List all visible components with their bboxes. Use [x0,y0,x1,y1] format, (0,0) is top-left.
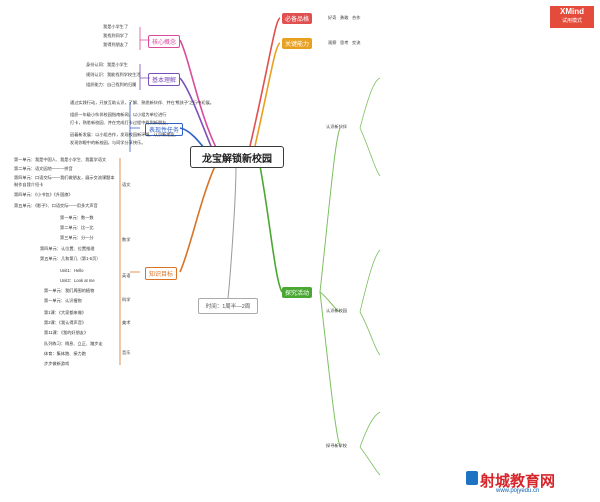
goal-math-1: 第一单元：数一数 [60,215,94,220]
task-line-5: 发现你眼中的新校园，与同学分享快乐。 [70,140,146,145]
goal-pe-2: 体育：集体跑、接力跑 [44,351,86,356]
ability-3: 交流 [352,40,361,45]
branch-knowledge-goal[interactable]: 知识目标 [145,267,178,280]
character-2: 勇敢 [340,15,349,20]
goal-eng-1: Unit1：Hello [60,268,84,273]
goal-art-1: 第一单元：认识植物 [44,298,82,303]
core-item-3: 我得到朋友了 [103,42,129,47]
goal-music-2: 第2课：《我认得声音》 [44,320,87,325]
goal-sci-1: 第一单元：我们周围的植物 [44,288,95,293]
goal-cn-3: 第四单元：口语交际——我们做朋友，展示交流课题本 [14,175,115,180]
goal-math-2: 第二单元：比一比 [60,225,94,230]
goal-cn-4: 制作自我介绍卡 [14,182,44,187]
watermark-url: www.pojyedu.cn [496,488,540,494]
goal-label-english: 英语 [122,273,131,278]
goal-math-4: 第四单元：认位置、位置推理 [40,246,95,251]
central-topic[interactable]: 龙宝解锁新校园 [190,146,284,168]
und-item-2: 规则认识：我能找到学校生活 [86,72,141,77]
character-3: 合作 [352,15,361,20]
und-item-3: 组织能力：自己找到的归属 [86,82,137,87]
explore-item-1: 认识新伙伴 [326,124,347,129]
character-1: 好奇 [328,15,337,20]
watermark-site: 射城教育网 [480,473,556,490]
goal-label-science: 科学 [122,297,131,302]
goal-math-5: 第五单元：几和第几（第1-5页） [40,256,101,261]
goal-math-3: 第三单元：分一分 [60,235,94,240]
goal-cn-2: 第二单元：语文园地一——拼音 [14,166,73,171]
branch-performance-task[interactable]: 表现性任务 [145,123,184,136]
task-line-3: 打卡，熟悉新校园、并在完成打卡过程中找到新朋友。 [70,120,171,125]
explore-item-2: 认识新校园 [326,308,347,313]
branch-basic-understanding[interactable]: 基本理解 [148,73,181,86]
core-item-2: 我找到同学了 [103,33,129,38]
task-line-2: 组织一年级小伙伴校园指南新闻，以小组为单位进行 [70,112,167,117]
branch-key-ability[interactable]: 关键能力 [282,38,313,49]
brand-mode: 试用模式 [561,18,582,24]
ability-2: 思考 [340,40,349,45]
xmind-badge: XMind 试用模式 [550,6,594,28]
explore-item-3: 探寻新学校 [326,443,347,448]
goal-cn-1: 第一单元：我是中国人、我是小学生、我要学语文 [14,157,107,162]
goal-cn-6: 第五单元：《影子》、口语交际——用多大声音 [14,203,98,208]
goal-label-math: 数学 [122,237,131,242]
task-line-4: 因着新发展：以小组合作，发现校园新环境、认识新朋友， [70,132,179,137]
goal-music-3: 第11课：《我的好朋友》 [44,330,89,335]
goal-pe-1: 队列练习：稍息、立正、踏步走 [44,341,103,346]
brand-name: XMind [560,7,584,16]
goal-label-chinese: 语文 [122,182,131,187]
watermark-logo-icon [466,471,478,485]
und-item-1: 身份认同：我是小学生 [86,62,128,67]
goal-label-art: 美术 [122,320,131,325]
goal-label-music: 音乐 [122,350,131,355]
goal-music-1: 第1课：《大家都来做》 [44,310,87,315]
ability-1: 观察 [328,40,337,45]
branch-core-concept[interactable]: 核心概念 [148,35,181,48]
task-line-1: 通过实践行动，开放互助认识，了解、熟悉新伙伴、并在'熊孩子'之行中初展。 [70,100,214,105]
goal-moral-1: 步步做新游戏 [44,361,70,366]
goal-cn-5: 第四单元：《小书包》《升国旗》 [14,192,73,197]
branch-explore[interactable]: 探究活动 [282,287,313,298]
branch-character[interactable]: 必备品格 [282,13,313,24]
goal-eng-2: Unit2：Look at me [60,278,95,283]
core-item-1: 我是小学生了 [103,24,129,29]
time-topic[interactable]: 时间：1周半—2周 [198,298,258,314]
